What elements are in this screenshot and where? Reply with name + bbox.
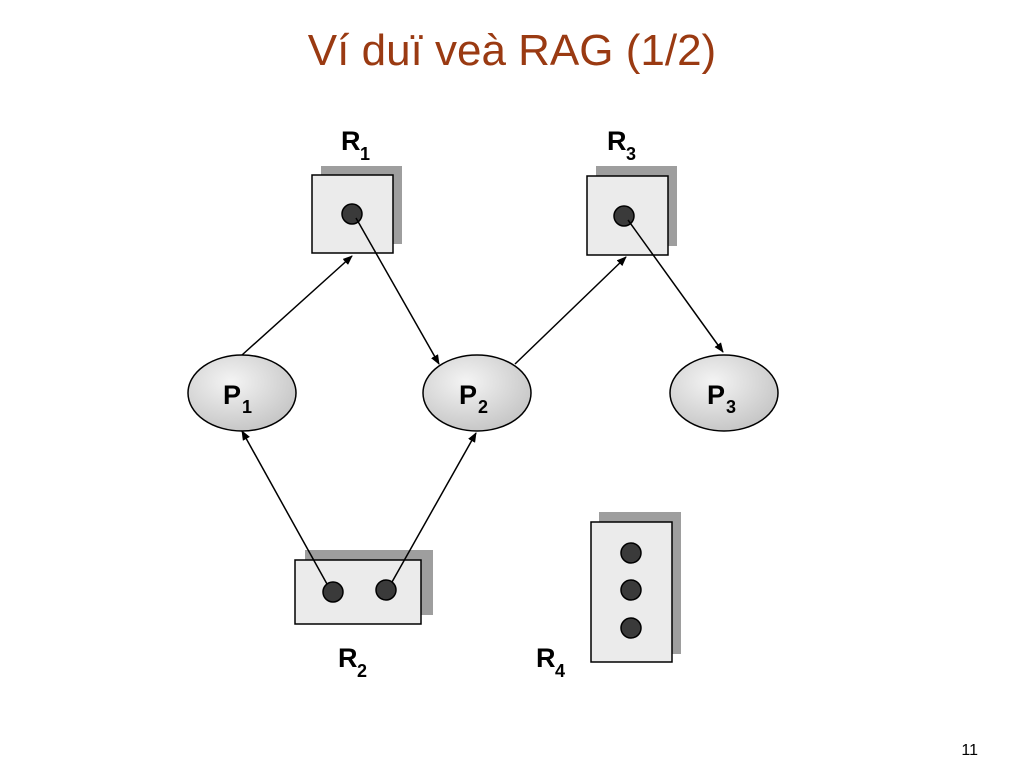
slide-title: Ví duï veà RAG (1/2) <box>307 26 717 75</box>
process-label-p3: P <box>707 380 725 410</box>
process-subscript-p3: 3 <box>726 397 736 417</box>
assignment-edge-r2-p2 <box>391 432 477 583</box>
process-p3: P 3 <box>669 354 779 432</box>
resource-label-r3: R <box>607 126 627 156</box>
resource-subscript-r4: 4 <box>555 661 565 681</box>
resource-subscript-r3: 3 <box>626 144 636 164</box>
resource-r1: R 1 <box>311 126 402 254</box>
process-label-p1: P <box>223 380 241 410</box>
process-label-p2: P <box>459 380 477 410</box>
resource-label-r2: R <box>338 643 358 673</box>
process-subscript-p2: 2 <box>478 397 488 417</box>
assignment-edge-r1-p2 <box>355 217 440 365</box>
assignment-edge-r2-p1 <box>241 430 328 585</box>
process-p2: P 2 <box>422 354 532 432</box>
resource-subscript-r1: 1 <box>360 144 370 164</box>
page-number: 11 <box>961 742 978 759</box>
resource-r4: R 4 <box>536 512 681 681</box>
resource-r3: R 3 <box>586 126 677 256</box>
resource-label-r1: R <box>341 126 361 156</box>
resource-r2: R 2 <box>294 550 433 681</box>
request-edge-p1-r1 <box>241 255 353 356</box>
resource-subscript-r2: 2 <box>357 661 367 681</box>
resource-instance-dot <box>620 542 642 564</box>
resource-label-r4: R <box>536 643 556 673</box>
resource-instance-dot <box>341 203 363 225</box>
request-edge-p2-r3 <box>514 256 627 365</box>
resource-instance-dot <box>620 617 642 639</box>
process-p1: P 1 <box>187 354 297 432</box>
resource-instance-dot <box>322 581 344 603</box>
process-subscript-p1: 1 <box>242 397 252 417</box>
resource-instance-dot <box>620 579 642 601</box>
resource-instance-dot <box>375 579 397 601</box>
assignment-edge-r3-p3 <box>627 219 724 353</box>
